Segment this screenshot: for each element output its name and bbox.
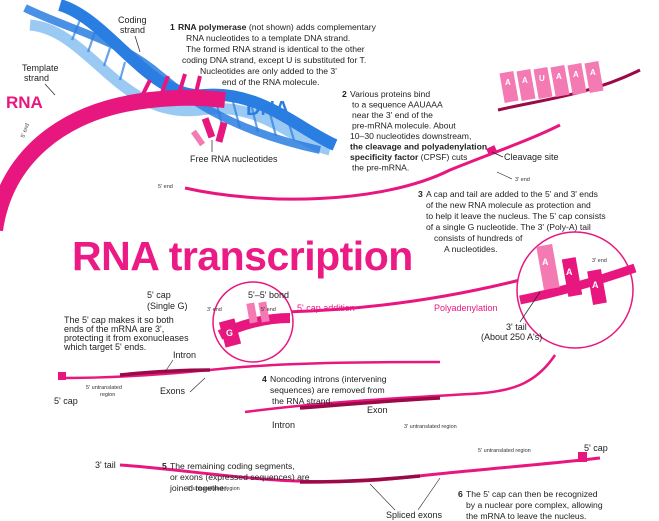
exon-label: Exon bbox=[367, 405, 388, 415]
svg-text:A: A bbox=[590, 68, 596, 77]
five-cap-label-b: 5' cap bbox=[54, 396, 78, 406]
template-strand-label-2: strand bbox=[24, 73, 49, 83]
step-3-number: 3 bbox=[418, 189, 423, 199]
five-utr-label-1: 5' untranslated bbox=[86, 385, 122, 391]
svg-text:A: A bbox=[522, 76, 528, 85]
aauaaa-sequence: A A U A A A bbox=[500, 61, 604, 103]
cleavage-site-label: Cleavage site bbox=[504, 152, 559, 162]
svg-text:A: A bbox=[573, 70, 579, 79]
svg-text:A: A bbox=[505, 78, 511, 87]
three-end-label-a: 3' end bbox=[515, 177, 530, 183]
step-4-number: 4 bbox=[262, 374, 267, 384]
step-5-line: joined together. bbox=[169, 483, 229, 493]
step-2-line: Various proteins bind bbox=[350, 89, 430, 99]
step-2-line: specificity factor (CPSF) cuts bbox=[350, 152, 467, 162]
five-five-bond-label: 5'–5' bond bbox=[248, 290, 289, 300]
five-cap-label-c: 5' cap bbox=[584, 443, 608, 453]
cap-note: The 5' cap makes it so both ends of the … bbox=[63, 315, 189, 352]
template-strand-label-1: Template bbox=[22, 63, 59, 73]
step-1-line: RNA polymerase (not shown) adds compleme… bbox=[178, 22, 377, 32]
step-4-line: sequences) are removed from bbox=[270, 385, 385, 395]
step-6-number: 6 bbox=[458, 489, 463, 499]
coding-strand-label-1: Coding bbox=[118, 15, 147, 25]
step-2-number: 2 bbox=[342, 89, 347, 99]
five-end-label-b: 5' end bbox=[158, 184, 173, 190]
step-1-line: Nucleotides are only added to the 3' bbox=[200, 66, 337, 76]
svg-text:A: A bbox=[556, 72, 562, 81]
step-1-line: end of the RNA molecule. bbox=[222, 77, 319, 87]
step-1-line: RNA nucleotides to a template DNA strand… bbox=[186, 33, 350, 43]
five-cap-label: 5' cap bbox=[147, 290, 171, 300]
svg-text:A: A bbox=[592, 280, 599, 290]
page-title: RNA transcription bbox=[72, 233, 413, 279]
three-tail-label: 3' tail bbox=[506, 322, 527, 332]
three-tail-label-b: 3' tail bbox=[95, 460, 116, 470]
step-4-line: Noncoding introns (intervening bbox=[270, 374, 387, 384]
step-3-line: A cap and tail are added to the 5' and 3… bbox=[426, 189, 598, 199]
coding-strand-label-2: strand bbox=[120, 25, 145, 35]
step-3-line: of the new RNA molecule as protection an… bbox=[426, 200, 591, 210]
exons-label: Exons bbox=[160, 386, 186, 396]
three-end-label-b: 3' end bbox=[207, 307, 222, 313]
three-end-label-c: 3' end bbox=[592, 258, 607, 264]
five-utr-label-b: 5' untranslated region bbox=[478, 448, 531, 454]
five-utr-label-2: region bbox=[100, 392, 115, 398]
three-tail-count-label: (About 250 A's) bbox=[481, 332, 542, 342]
spliced-exons-label: Spliced exons bbox=[386, 510, 443, 520]
svg-text:U: U bbox=[539, 74, 545, 83]
step-5-line: or exons (expressed sequences) are bbox=[170, 472, 310, 482]
step-5-number: 5 bbox=[162, 461, 167, 471]
svg-text:A: A bbox=[566, 267, 573, 277]
step-1-number: 1 bbox=[170, 22, 175, 32]
step-3-line: consists of hundreds of bbox=[434, 233, 523, 243]
step-3-line: to help it leave the nucleus. The 5' cap… bbox=[426, 211, 606, 221]
step-6-line: the mRNA to leave the nucleus. bbox=[466, 511, 586, 521]
step-1-line: coding DNA strand, except U is substitut… bbox=[182, 55, 366, 65]
step-6-line: The 5' cap can then be recognized bbox=[466, 489, 598, 499]
intron-label-b: Intron bbox=[272, 420, 295, 430]
five-end-label-c: 5' end bbox=[261, 307, 276, 313]
svg-text:A: A bbox=[542, 257, 549, 267]
cap-addition-label: 5' cap addition bbox=[297, 303, 355, 313]
step-5-line: The remaining coding segments, bbox=[170, 461, 295, 471]
single-g-label: (Single G) bbox=[147, 301, 188, 311]
intron-label-a: Intron bbox=[173, 350, 196, 360]
step-2-line: near the 3' end of the bbox=[352, 110, 433, 120]
svg-text:which target 5' ends.: which target 5' ends. bbox=[63, 342, 146, 352]
step-3-line: A nucleotides. bbox=[444, 244, 498, 254]
polyadenylation-label: Polyadenylation bbox=[434, 303, 498, 313]
step-1-line: The formed RNA strand is identical to th… bbox=[186, 44, 365, 54]
step-2-line: the cleavage and polyadenylation bbox=[350, 142, 487, 152]
step-4-line: the RNA strand. bbox=[272, 396, 333, 406]
step-6-line: by a nuclear pore complex, allowing bbox=[466, 500, 603, 510]
free-nucleotides-label: Free RNA nucleotides bbox=[190, 154, 278, 164]
step-2-line: pre-mRNA molecule. About bbox=[352, 121, 456, 131]
step-2-line: the pre-mRNA. bbox=[352, 163, 409, 173]
step-2-line: to a sequence AAUAAA bbox=[352, 100, 443, 110]
five-end-label-a: 5' end bbox=[20, 123, 31, 139]
step-3-line: of a single G nucleotide. The 3' (Poly-A… bbox=[426, 222, 591, 232]
three-utr-label-a: 3' untranslated region bbox=[404, 424, 457, 430]
dna-label: DNA bbox=[246, 98, 289, 120]
svg-text:G: G bbox=[226, 328, 233, 338]
rna-label: RNA bbox=[6, 93, 43, 112]
step-2-line: 10–30 nucleotides downstream, bbox=[350, 131, 471, 141]
